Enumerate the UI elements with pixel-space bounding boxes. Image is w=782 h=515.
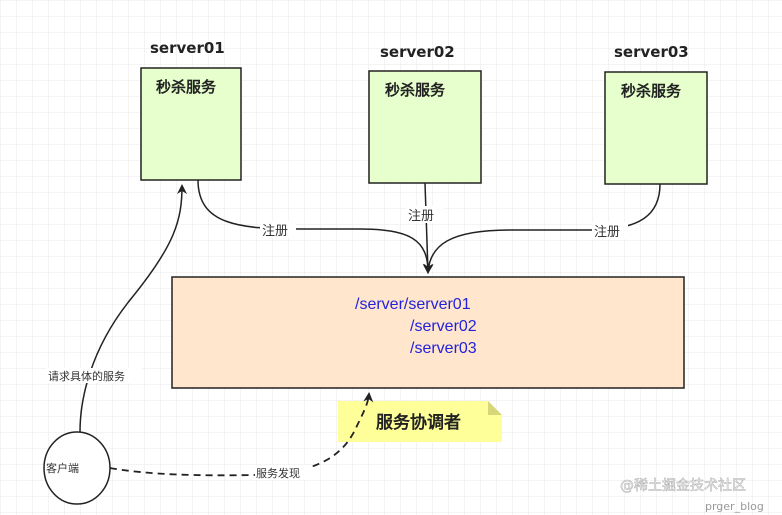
register-label-3: 注册 xyxy=(594,225,620,240)
server02-node[interactable]: server02 秒杀服务 xyxy=(368,43,482,184)
coordinator-note: 服务协调者 xyxy=(338,401,502,442)
coordinator-path-1: /server/server01 xyxy=(355,296,471,313)
register-edge-3 xyxy=(423,183,661,274)
server01-node[interactable]: server01 秒杀服务 xyxy=(140,39,242,181)
server02-label: server02 xyxy=(380,43,455,61)
server02-service: 秒杀服务 xyxy=(385,81,446,99)
watermark: @稀土掘金技术社区 xyxy=(620,478,746,494)
server01-service: 秒杀服务 xyxy=(156,78,217,96)
server03-node[interactable]: server03 秒杀服务 xyxy=(604,43,708,185)
discovery-label: 服务发现 xyxy=(256,466,300,480)
request-edge xyxy=(79,184,187,433)
coordinator-node[interactable]: /server/server01 /server02 /server03 xyxy=(171,276,685,389)
coordinator-path-3: /server03 xyxy=(410,340,477,357)
register-label-2: 注册 xyxy=(408,209,434,224)
client-label: 客户端 xyxy=(46,461,79,475)
watermark-2: prger_blog xyxy=(705,500,764,513)
client-node[interactable]: 客户端 xyxy=(43,431,111,505)
coordinator-path-2: /server02 xyxy=(410,318,477,335)
server03-service: 秒杀服务 xyxy=(621,82,682,100)
request-label: 请求具体的服务 xyxy=(48,369,125,383)
note-text: 服务协调者 xyxy=(376,412,461,433)
register-edge-1 xyxy=(197,179,433,274)
register-label-1: 注册 xyxy=(262,224,288,239)
server03-label: server03 xyxy=(614,43,689,61)
register-edge-2 xyxy=(422,182,433,274)
server01-label: server01 xyxy=(150,39,225,57)
